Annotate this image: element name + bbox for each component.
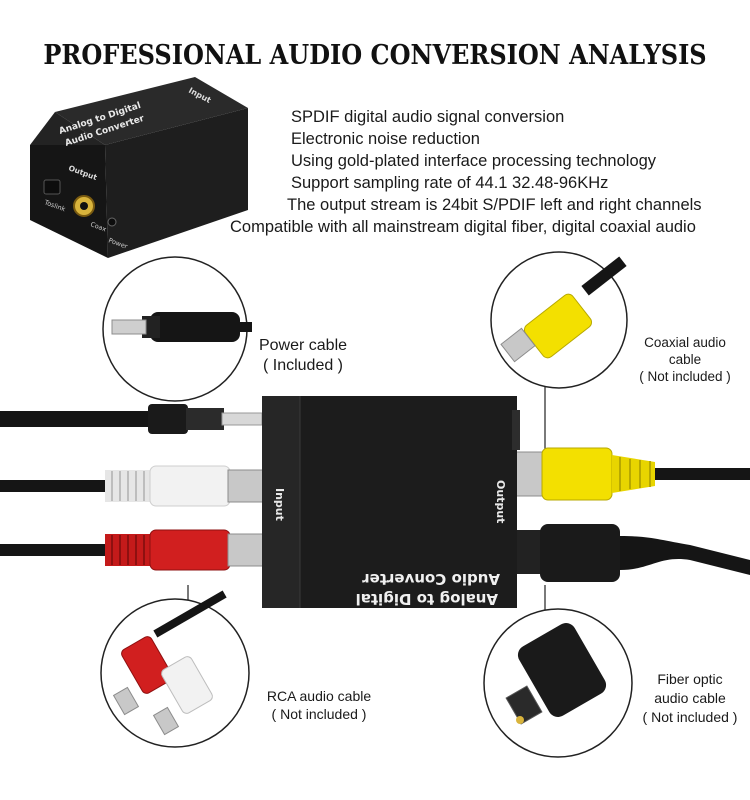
rca-cable-status: ( Not included ) <box>271 706 367 722</box>
small-converter-photo: Analog to Digital Audio Converter Input … <box>30 77 248 258</box>
fiber-optic-plug <box>515 524 750 582</box>
small-power-port <box>107 217 117 227</box>
coax-callout-circle <box>490 251 628 389</box>
fiber-cable-status: ( Not included ) <box>642 709 738 725</box>
coaxial-cable-status: ( Not included ) <box>639 369 731 384</box>
red-rca-plug <box>0 529 265 571</box>
feature-item: Compatible with all mainstream digital f… <box>230 218 696 236</box>
feature-item: Electronic noise reduction <box>291 130 480 148</box>
large-device-name-line2: Audio Converter <box>362 570 500 588</box>
feature-item: SPDIF digital audio signal conversion <box>291 108 565 126</box>
power-cable-title: Power cable <box>258 337 348 354</box>
coaxial-cable-title-2: cable <box>668 352 702 367</box>
fiber-cable-label: Fiber optic audio cable ( Not included ) <box>632 670 748 727</box>
yellow-coax-plug <box>514 447 750 501</box>
power-cable <box>0 404 263 434</box>
fiber-cable-title: Fiber optic <box>657 671 723 687</box>
coaxial-cable-label: Coaxial audio cable ( Not included ) <box>628 334 742 385</box>
fiber-cable-title-2: audio cable <box>654 690 726 706</box>
rca-callout-circle <box>100 590 250 748</box>
power-cable-status: ( Included ) <box>262 357 344 374</box>
large-device-name-line1: Analog to Digital <box>356 590 498 608</box>
power-cable-label: Power cable ( Included ) <box>248 336 358 376</box>
rca-cable-title: RCA audio cable <box>266 688 372 704</box>
rca-cable-label: RCA audio cable ( Not included ) <box>254 687 384 723</box>
coaxial-cable-title: Coaxial audio <box>644 335 726 350</box>
page-title: PROFESSIONAL AUDIO CONVERSION ANALYSIS <box>43 38 707 71</box>
large-input-label: Input <box>273 488 286 521</box>
power-callout-circle <box>102 256 252 402</box>
feature-item: Using gold-plated interface processing t… <box>291 152 657 170</box>
feature-item: Support sampling rate of 44.1 32.48-96KH… <box>291 174 609 192</box>
small-toslink-port <box>43 179 61 195</box>
white-rca-plug <box>0 465 265 507</box>
large-converter: Input Output Analog to Digital Audio Con… <box>262 396 520 608</box>
feature-item: The output stream is 24bit S/PDIF left a… <box>287 196 702 214</box>
fiber-callout-circle <box>483 608 633 758</box>
large-output-label: Output <box>494 480 507 523</box>
